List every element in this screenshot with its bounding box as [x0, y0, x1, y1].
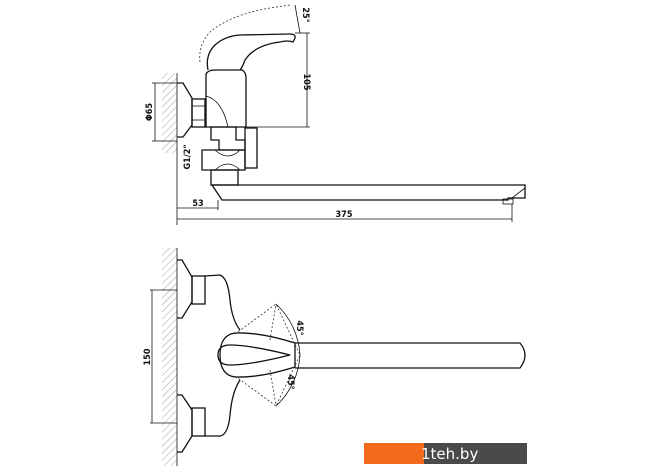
dim-angle-lower: 45° — [285, 374, 295, 389]
wall-hatch-top — [162, 73, 177, 153]
dim-center-distance: 150 — [143, 348, 153, 365]
body — [205, 69, 247, 128]
lever-grip — [217, 344, 291, 366]
aerator — [502, 198, 514, 205]
dim-wall-offset: 53 — [192, 199, 203, 209]
spout — [210, 184, 526, 201]
dim-thread: G1/2" — [183, 144, 193, 169]
diverter-body — [201, 149, 246, 171]
spout-top — [295, 342, 526, 369]
watermark-text: 1teh.by — [421, 445, 478, 463]
lever-base — [219, 332, 296, 378]
spout-base — [210, 169, 239, 186]
dim-height: 105 — [301, 74, 311, 91]
side-view: 105 25° G1/2" Φ65 53 375 — [145, 4, 526, 225]
diverter-top — [210, 126, 246, 151]
dim-flange-diameter: Φ65 — [145, 103, 155, 122]
dim-angle-upper: 45° — [294, 320, 304, 335]
lever-swing-outline — [234, 303, 301, 407]
flange-lower — [177, 394, 193, 453]
watermark: 1teh.by — [364, 443, 527, 464]
wall-hatch-bottom — [162, 248, 177, 466]
flange — [177, 82, 193, 138]
nut — [191, 98, 206, 128]
handle-raised-outline — [199, 4, 291, 63]
flange-upper — [177, 259, 193, 319]
top-view: 45° 45° 150 — [143, 248, 526, 466]
dim-spout-length: 375 — [336, 210, 353, 220]
body-outline — [204, 274, 241, 437]
nut-upper — [191, 275, 206, 305]
angle-arc — [275, 303, 301, 407]
nut-lower — [191, 407, 206, 437]
handle — [206, 33, 296, 71]
side-knob — [244, 127, 258, 169]
dim-handle-angle: 25° — [300, 7, 310, 22]
